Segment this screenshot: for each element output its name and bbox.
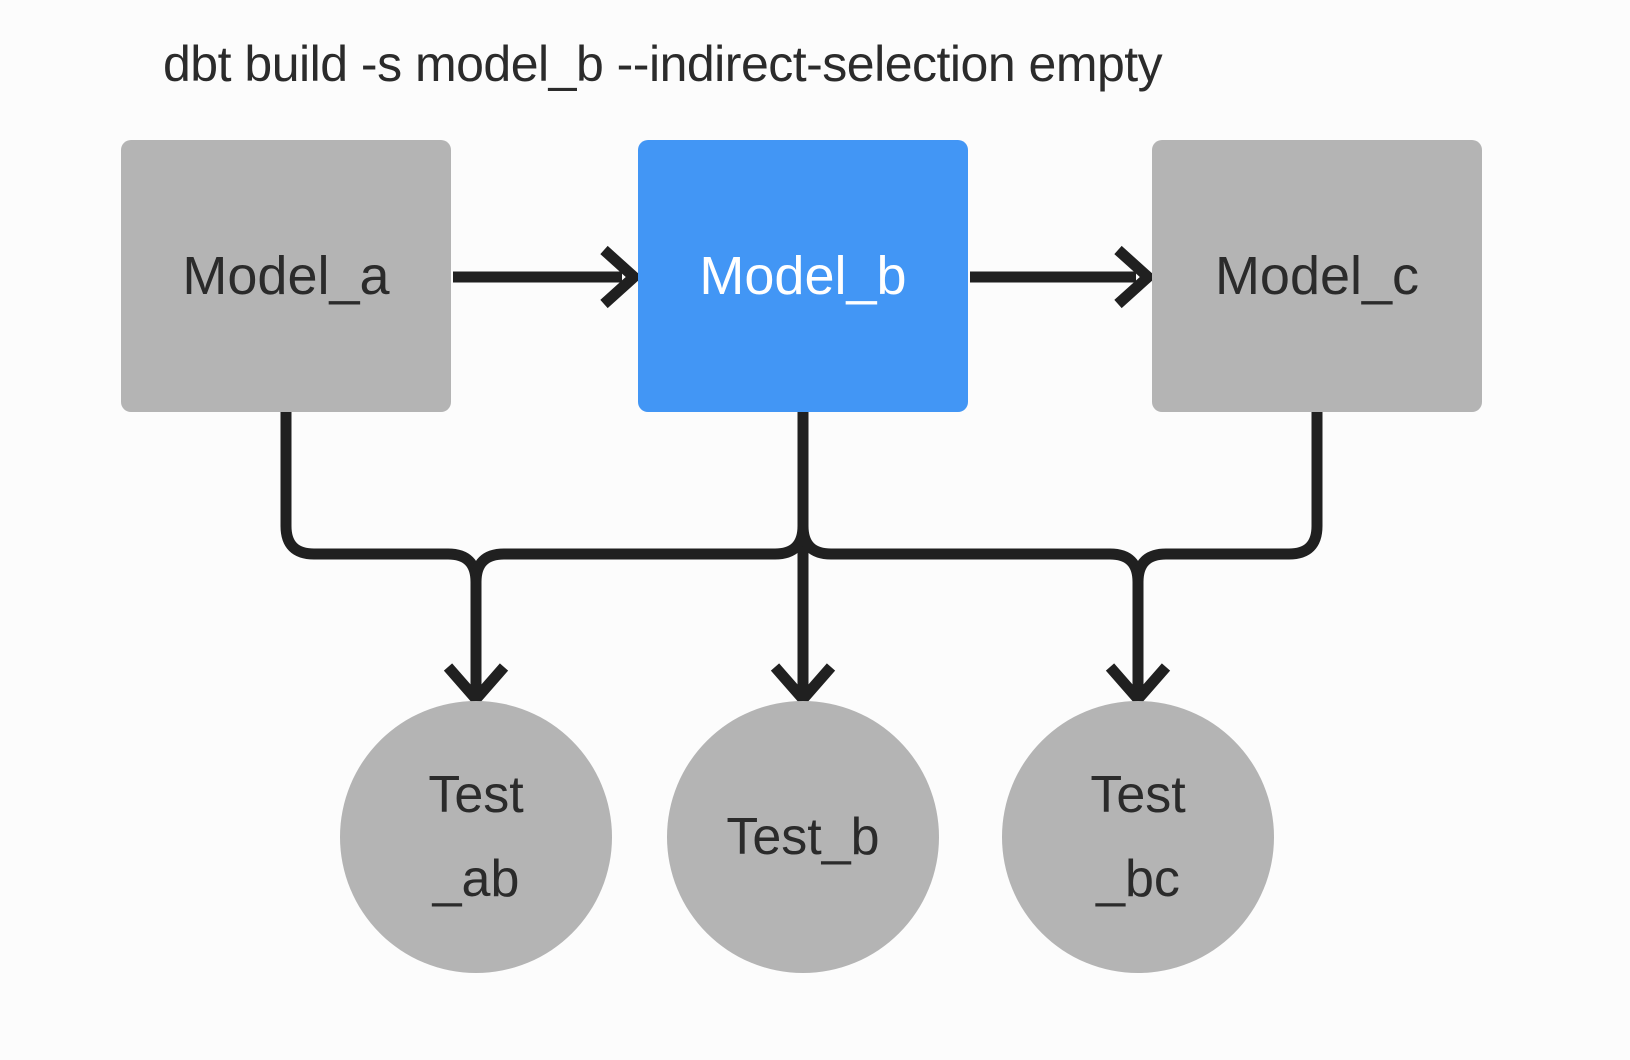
edge-line [280, 410, 482, 693]
edge-model-b-to-test-bc [797, 408, 1144, 693]
node-model-a: Model_a [121, 140, 451, 412]
arrow-down-icon [1105, 663, 1171, 708]
arrow-right-icon [600, 245, 643, 309]
node-label: Model_b [699, 246, 907, 306]
node-label-line2: _ab [432, 850, 520, 908]
node-label: Model_c [1214, 246, 1420, 306]
edge-model-b-to-model-c [970, 245, 1157, 309]
edge-line [470, 408, 809, 693]
node-test-ab: Test _ab [340, 701, 612, 973]
node-test-b: Test_b [667, 701, 939, 973]
edge-model-a-to-test-ab [280, 410, 482, 693]
node-label-line1: Test [1090, 766, 1186, 824]
arrow-down-icon [770, 663, 836, 708]
diagram-title: dbt build -s model_b --indirect-selectio… [163, 36, 1163, 92]
edge-line [1132, 410, 1323, 693]
edge-model-c-to-test-bc [1132, 410, 1323, 693]
arrow-down-icon [443, 663, 509, 708]
node-label: Model_a [182, 246, 390, 306]
node-label-line1: Test_b [726, 808, 880, 866]
edge-line [797, 408, 1144, 693]
node-test-bc: Test _bc [1002, 701, 1274, 973]
arrow-right-icon [1114, 245, 1157, 309]
edge-model-b-to-test-ab [470, 408, 809, 693]
node-label-line1: Test [428, 766, 524, 824]
node-label-line2: _bc [1096, 850, 1180, 908]
edge-model-a-to-model-b [453, 245, 643, 309]
node-model-c: Model_c [1152, 140, 1482, 412]
node-model-b: Model_b [638, 140, 968, 412]
